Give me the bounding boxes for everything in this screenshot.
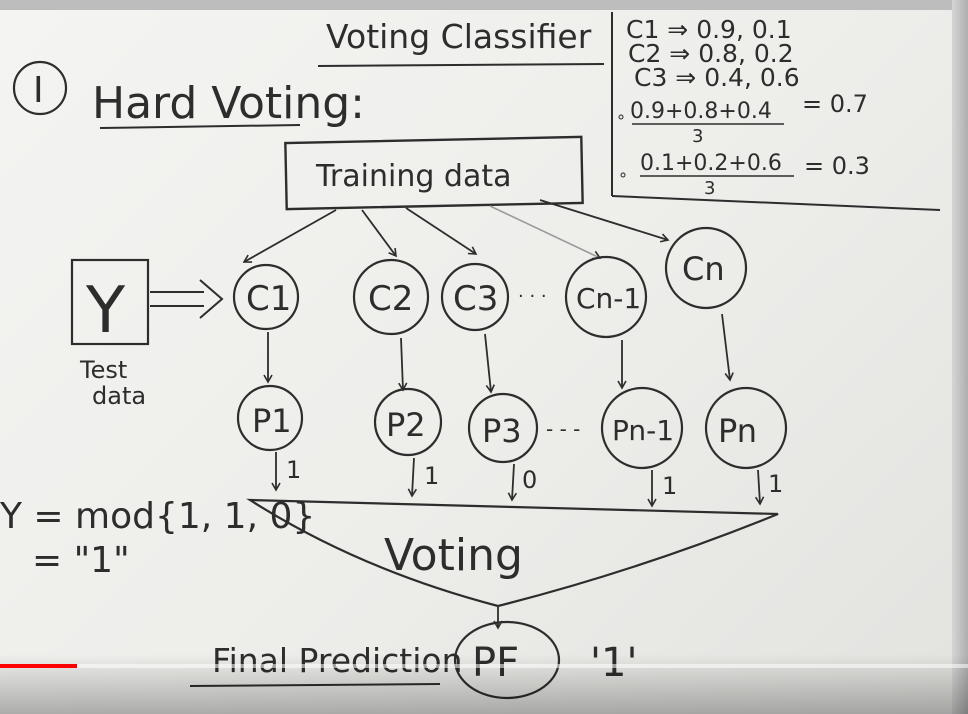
arrow-training-c3 [405, 207, 478, 255]
arrow-training-c1 [242, 209, 337, 263]
arrow-cn-pn [721, 313, 734, 382]
title-underline [317, 63, 605, 67]
prediction-pn: Pn [704, 386, 788, 470]
soft-calc1-result: = 0.7 [802, 90, 868, 118]
final-prediction-symbol: PF [472, 640, 519, 686]
test-data-symbol: Y [85, 274, 126, 348]
test-data-box [70, 258, 150, 346]
video-progress-track[interactable] [0, 664, 968, 668]
soft-box-bottom-border [611, 195, 941, 211]
classifier-c1: C1 [232, 263, 300, 331]
section-number-circle [12, 60, 68, 116]
training-data-box [284, 135, 584, 211]
arrow-training-cn1 [489, 205, 602, 260]
vote-value-4: 1 [662, 472, 677, 500]
voting-funnel [246, 498, 779, 608]
whiteboard-frame-top [0, 0, 968, 10]
classifier-cn-label: Cn [682, 250, 725, 288]
vote-arrow-2 [407, 457, 418, 498]
classifier-c2: C2 [352, 258, 430, 336]
prediction-p1-label: P1 [252, 402, 292, 440]
prediction-p2: P2 [373, 387, 443, 457]
video-player-overlay [0, 654, 968, 714]
prediction-ellipsis: - - - [546, 417, 580, 441]
arrow-c3-p3 [484, 333, 495, 394]
board-title: Voting Classifier [326, 17, 592, 56]
classifier-c3: C3 [440, 262, 510, 332]
test-data-label-2: data [92, 382, 146, 410]
voting-label: Voting [384, 530, 523, 581]
classifier-c2-label: C2 [368, 279, 413, 319]
prediction-pn-1: Pn-1 [600, 386, 684, 470]
test-data-label-1: Test [79, 356, 127, 384]
soft-c3-line: C3 ⇒ 0.4, 0.6 [634, 63, 800, 92]
soft-calc1-denominator: 3 [692, 126, 703, 147]
final-prediction-underline [189, 683, 441, 687]
classifier-cn-1-label: Cn-1 [576, 282, 641, 315]
vote-arrow-3 [507, 463, 518, 502]
soft-calc2-denominator: 3 [704, 178, 715, 199]
prediction-p3: P3 [467, 392, 539, 464]
soft-calc2-bullet: ∘ [618, 165, 628, 184]
test-data-arrow [150, 279, 224, 319]
arrow-training-cn [539, 199, 670, 243]
soft-calc1-bullet: ∘ [616, 107, 626, 126]
section-title: Hard Voting: [92, 78, 365, 129]
arrow-c2-p2 [398, 337, 408, 392]
whiteboard-frame-right [952, 0, 968, 714]
vote-arrow-5 [754, 469, 765, 506]
classifier-c3-label: C3 [453, 279, 498, 319]
vote-value-1: 1 [286, 456, 301, 484]
vote-value-2: 1 [424, 462, 439, 490]
mode-formula: Y = mod{1, 1, 0} [0, 496, 315, 537]
final-prediction-circle [453, 620, 561, 700]
classifier-ellipsis: · · · [518, 286, 547, 307]
classifier-c1-label: C1 [246, 279, 291, 319]
training-data-label: Training data [315, 159, 511, 194]
vote-value-3: 0 [522, 466, 537, 494]
soft-calc1-numerator: 0.9+0.8+0.4 [630, 99, 772, 124]
section-title-underline [99, 124, 301, 129]
vote-value-5: 1 [768, 470, 783, 498]
prediction-pn-1-label: Pn-1 [612, 414, 674, 447]
prediction-pn-label: Pn [718, 412, 757, 450]
arrow-training-c2 [361, 209, 397, 258]
soft-calc2-result: = 0.3 [804, 152, 870, 180]
classifier-cn-1: Cn-1 [564, 255, 648, 339]
final-prediction-value: '1' [590, 640, 637, 686]
soft-c1-line: C1 ⇒ 0.9, 0.1 [626, 15, 792, 44]
prediction-p1: P1 [236, 384, 304, 452]
final-prediction-label: Final Prediction [212, 641, 462, 680]
classifier-cn: Cn [664, 226, 748, 310]
prediction-p3-label: P3 [482, 412, 522, 450]
video-progress-played[interactable] [0, 664, 77, 668]
soft-c2-line: C2 ⇒ 0.8, 0.2 [628, 39, 794, 68]
prediction-p2-label: P2 [386, 406, 426, 444]
section-number: I [33, 70, 44, 111]
soft-calc2-numerator: 0.1+0.2+0.6 [640, 151, 782, 176]
mode-result: = "1" [32, 540, 130, 581]
